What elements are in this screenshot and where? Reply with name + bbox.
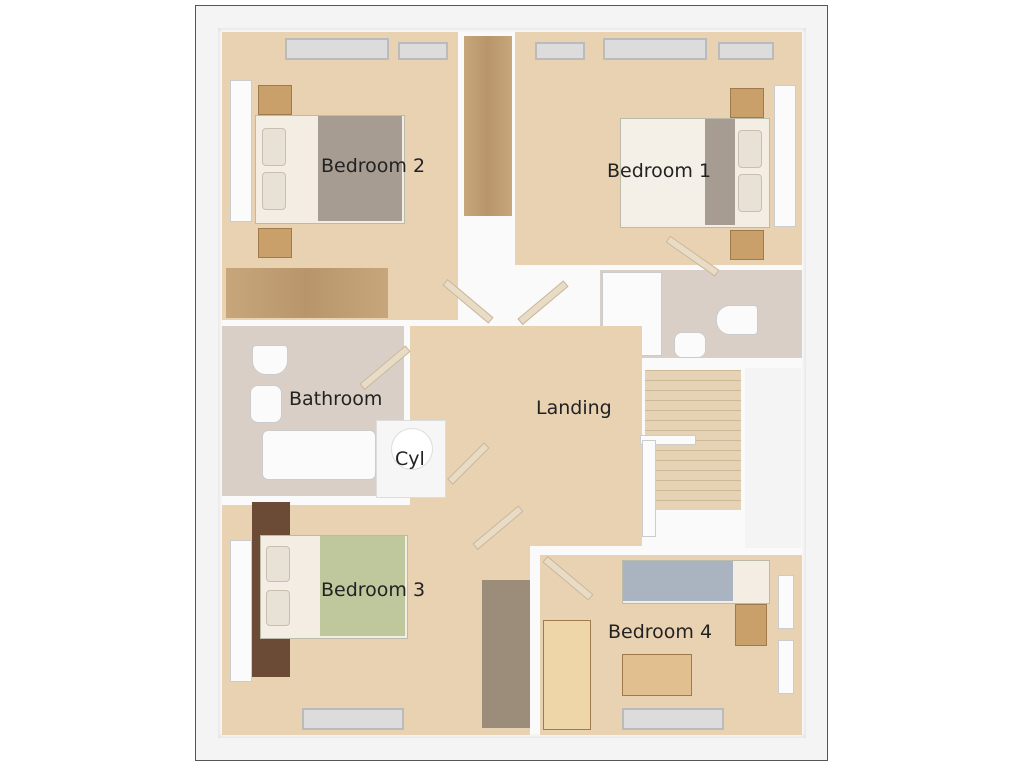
window [622, 708, 724, 730]
stairwell-wall [745, 368, 801, 548]
pillow [738, 174, 762, 212]
wardrobe [482, 580, 530, 728]
room-label-bedroom-3: Bedroom 3 [321, 579, 426, 601]
wardrobe [543, 620, 591, 730]
room-label-bedroom-2: Bedroom 2 [321, 155, 426, 177]
wall-picture [778, 575, 794, 629]
basin [674, 332, 706, 358]
room-label-bedroom-1: Bedroom 1 [607, 160, 712, 182]
window [302, 708, 404, 730]
window [535, 42, 585, 60]
duvet [320, 536, 405, 636]
room-label-bedroom-4: Bedroom 4 [608, 621, 713, 643]
toilet [716, 305, 758, 335]
mirror [230, 540, 252, 682]
pillow [266, 546, 290, 582]
window [603, 38, 707, 60]
pillow [266, 590, 290, 626]
duvet [621, 119, 705, 225]
duvet [623, 561, 733, 601]
window [718, 42, 774, 60]
room-label-bathroom: Bathroom [289, 388, 383, 410]
banister [642, 440, 656, 537]
toilet [252, 345, 288, 375]
wardrobe [226, 268, 388, 318]
wall-picture [778, 640, 794, 694]
room-label-cyl: Cyl [395, 448, 425, 470]
mirror [774, 85, 796, 227]
bed-throw [705, 119, 735, 225]
window [285, 38, 389, 60]
bedside-table [730, 230, 764, 260]
window [398, 42, 448, 60]
bedside-table [730, 88, 764, 118]
hot-water-cylinder [391, 428, 433, 470]
bedside-table [258, 228, 292, 258]
room-label-landing: Landing [536, 397, 612, 419]
pillow [262, 172, 286, 210]
desk [735, 604, 767, 646]
storage-cupboard [464, 36, 512, 216]
bathtub [262, 430, 376, 480]
mirror [230, 80, 252, 222]
duvet [318, 116, 402, 221]
pillow [738, 130, 762, 168]
basin [250, 385, 282, 423]
dressing-table [622, 654, 692, 696]
bedside-table [258, 85, 292, 115]
pillow [262, 128, 286, 166]
banister [640, 435, 696, 445]
